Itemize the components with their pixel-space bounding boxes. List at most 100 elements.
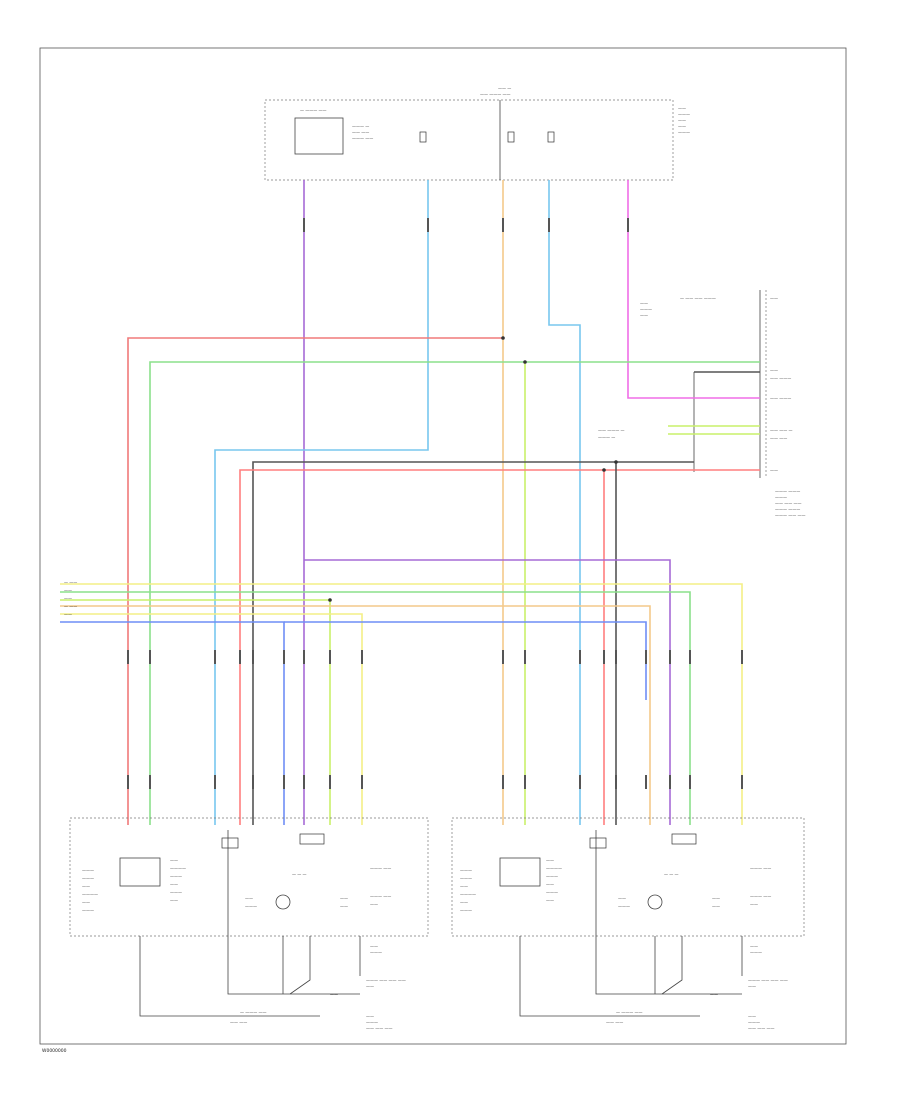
svg-text:———: ———: [748, 1020, 760, 1025]
svg-text:—— ———: —— ———: [770, 396, 791, 401]
svg-text:——: ——: [460, 900, 468, 905]
svg-text:——: ——: [370, 902, 378, 907]
svg-text:———: ———: [640, 307, 652, 312]
svg-text:——: ——: [770, 296, 778, 301]
svg-text:—— —— ——: —— —— ——: [748, 1026, 775, 1031]
svg-text:——— ——: ——— ——: [370, 894, 391, 899]
svg-text:———: ———: [678, 130, 690, 135]
svg-text:————: ————: [170, 866, 186, 871]
right-headlamp-module: ——— ——— —— ———— —— ——— —— ———— ——— —— ——…: [69, 817, 429, 955]
wires: [60, 180, 760, 825]
left-headlamp-module: ——— ——— —— ———— —— ——— —— ———— ——— —— ——…: [451, 817, 805, 955]
diagram-frame: [39, 47, 847, 1045]
svg-text:———: ———: [750, 950, 762, 955]
svg-text:——: ——: [366, 984, 374, 989]
svg-text:———: ———: [546, 890, 558, 895]
svg-text:— ——: — ——: [64, 580, 77, 585]
svg-text:———: ———: [82, 908, 94, 913]
svg-text:—— ——— —: —— ——— —: [598, 428, 625, 433]
svg-text:——: ——: [640, 301, 648, 306]
svg-text:——: ——: [170, 898, 178, 903]
svg-text:——— —: ——— —: [598, 435, 615, 440]
svg-text:——— ——: ——— ——: [750, 866, 771, 871]
svg-text:——: ——: [678, 106, 686, 111]
svg-text:———: ———: [366, 1020, 378, 1025]
svg-text:——: ——: [712, 904, 720, 909]
top-control-module: — ——— —— ——— — —— —— ——— —— —— — —— ——— …: [264, 86, 690, 181]
vertical-wire-labels: [127, 218, 743, 789]
wire-labels: — —— —— —— — —— ——: [64, 580, 77, 617]
svg-text:——— —: ——— —: [352, 124, 369, 129]
svg-text:————: ————: [460, 892, 476, 897]
svg-text:———: ———: [170, 874, 182, 879]
svg-text:——: ——: [750, 944, 758, 949]
svg-text:———: ———: [370, 950, 382, 955]
svg-text:——: ——: [170, 858, 178, 863]
svg-text:———: ———: [170, 890, 182, 895]
svg-text:— ——: — ——: [64, 604, 77, 609]
svg-text:——: ——: [546, 882, 554, 887]
svg-text:——— —— ——: ——— —— ——: [775, 513, 806, 518]
svg-text:— —— —— ———: — —— —— ———: [680, 296, 716, 301]
svg-text:—— ———: —— ———: [770, 376, 791, 381]
junction-dots: [328, 336, 618, 602]
svg-text:——: ——: [770, 368, 778, 373]
svg-text:———: ———: [775, 495, 787, 500]
svg-text:— — —: — — —: [664, 872, 679, 877]
svg-text:——: ——: [340, 896, 348, 901]
left-ground-wiring: —— ——— —— —— —— —— — ——— —— —— —— —— ———…: [519, 936, 788, 1031]
svg-text:——: ——: [748, 1014, 756, 1019]
svg-text:——: ——: [245, 896, 253, 901]
svg-text:——— ———: ——— ———: [775, 507, 800, 512]
svg-text:———: ———: [82, 868, 94, 873]
svg-text:——: ——: [546, 858, 554, 863]
svg-text:— ——— ——: — ——— ——: [616, 1010, 643, 1015]
svg-text:————: ————: [546, 866, 562, 871]
svg-text:——: ——: [170, 882, 178, 887]
svg-text:——: ——: [710, 992, 718, 997]
svg-text:——: ——: [64, 588, 72, 593]
svg-text:———: ———: [618, 904, 630, 909]
svg-text:——: ——: [330, 992, 338, 997]
svg-text:———: ———: [82, 876, 94, 881]
svg-text:——: ——: [82, 900, 90, 905]
svg-text:——: ——: [748, 984, 756, 989]
right-connector-block: — —— —— ——— —— —— ——— —— —— —— ——— —— ——…: [598, 290, 806, 518]
svg-text:——: ——: [618, 896, 626, 901]
svg-text:——: ——: [678, 124, 686, 129]
svg-text:———: ———: [546, 874, 558, 879]
svg-text:———: ———: [460, 868, 472, 873]
svg-text:———: ———: [460, 908, 472, 913]
svg-text:——— ——: ——— ——: [370, 866, 391, 871]
svg-text:——: ——: [750, 902, 758, 907]
svg-text:——— ———: ——— ———: [775, 489, 800, 494]
svg-text:——: ——: [366, 1014, 374, 1019]
svg-text:——— ——: ——— ——: [750, 894, 771, 899]
svg-text:—— —— ——: —— —— ——: [775, 501, 802, 506]
svg-text:—— ——: —— ——: [352, 130, 369, 135]
svg-text:— ——— ——: — ——— ——: [300, 108, 327, 113]
right-ground-wiring: —— ——— —— —— —— —— — ——— —— —— —— —— ———…: [139, 936, 406, 1031]
svg-text:——: ——: [340, 904, 348, 909]
svg-text:——: ——: [64, 612, 72, 617]
svg-text:———: ———: [245, 904, 257, 909]
svg-text:——: ——: [64, 596, 72, 601]
svg-text:——: ——: [460, 884, 468, 889]
svg-text:——— —— —— ——: ——— —— —— ——: [748, 978, 788, 983]
svg-text:———: ———: [678, 112, 690, 117]
svg-text:—— —: —— —: [498, 86, 511, 91]
svg-text:—— ——— ——: —— ——— ——: [480, 92, 511, 97]
svg-text:—— —— ——: —— —— ——: [366, 1026, 393, 1031]
svg-text:—— ——: —— ——: [770, 436, 787, 441]
svg-text:— ——— ——: — ——— ——: [240, 1010, 267, 1015]
svg-text:——— ——: ——— ——: [352, 136, 373, 141]
svg-text:——: ——: [82, 884, 90, 889]
svg-text:———: ———: [460, 876, 472, 881]
svg-text:—— ——: —— ——: [230, 1020, 247, 1025]
diagram-id: W0000000: [42, 1048, 67, 1054]
svg-text:——: ——: [546, 898, 554, 903]
svg-text:——: ——: [370, 944, 378, 949]
svg-text:—— —— —: —— —— —: [770, 428, 793, 433]
svg-text:— — —: — — —: [292, 872, 307, 877]
